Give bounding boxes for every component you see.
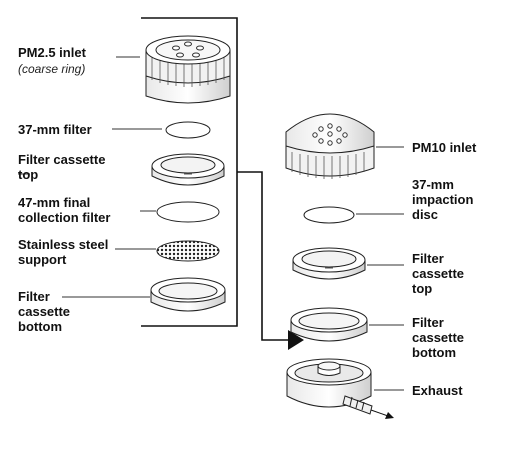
flow-arrow bbox=[288, 330, 304, 350]
label-line: top bbox=[412, 281, 433, 296]
cassette-bottom-right-part bbox=[290, 307, 368, 342]
pm10-inlet-part bbox=[285, 113, 375, 179]
left-bracket bbox=[141, 17, 288, 341]
label-47mm-filter: 47-mm final collection filter bbox=[18, 195, 110, 225]
impaction-disc-part bbox=[303, 206, 355, 224]
label-line: 47-mm final bbox=[18, 195, 91, 210]
label-line: cassette bbox=[412, 330, 465, 345]
label-line: Filter cassette bbox=[18, 152, 106, 167]
cassette-top-right-part bbox=[292, 247, 366, 280]
label-exhaust: Exhaust bbox=[412, 383, 463, 398]
cassette-top-left-part bbox=[151, 153, 225, 186]
label-line: bottom bbox=[18, 319, 63, 334]
filter-37mm-left-part bbox=[165, 121, 211, 139]
label-line: Stainless steel bbox=[18, 237, 109, 252]
label-pm25-inlet: PM2.5 inlet bbox=[18, 45, 86, 60]
label-line: disc bbox=[412, 207, 439, 222]
exhaust-base-part bbox=[286, 358, 373, 415]
steel-support-part bbox=[156, 240, 220, 262]
label-line: cassette bbox=[412, 266, 465, 281]
label-line: cassette bbox=[18, 304, 71, 319]
exhaust-arrowhead bbox=[385, 412, 394, 419]
label-cassette-top-left: Filter cassette top bbox=[18, 152, 105, 182]
label-cassette-top-right: Filter cassette top bbox=[412, 251, 464, 296]
pm25-inlet-part bbox=[145, 35, 231, 104]
label-line: bottom bbox=[412, 345, 457, 360]
label-line: Filter bbox=[18, 289, 50, 304]
label-steel-support: Stainless steel support bbox=[18, 237, 108, 267]
label-line: collection filter bbox=[18, 210, 111, 225]
filter-47mm-part bbox=[156, 201, 220, 223]
label-cassette-bottom-left: Filter cassette bottom bbox=[18, 289, 70, 334]
label-line: support bbox=[18, 252, 67, 267]
cassette-bottom-left-part bbox=[150, 277, 226, 312]
label-line: Filter bbox=[412, 315, 444, 330]
leader-lines bbox=[18, 56, 404, 391]
label-line: top bbox=[18, 167, 39, 182]
label-37mm-filter: 37-mm filter bbox=[18, 122, 92, 137]
label-cassette-bottom-right: Filter cassette bottom bbox=[412, 315, 464, 360]
label-line: 37-mm bbox=[412, 177, 454, 192]
label-pm25-subtitle: (coarse ring) bbox=[18, 62, 86, 76]
label-line: Filter bbox=[412, 251, 444, 266]
label-impaction-disc: 37-mm impaction disc bbox=[412, 177, 473, 222]
label-line: impaction bbox=[412, 192, 474, 207]
label-pm10-inlet: PM10 inlet bbox=[412, 140, 477, 155]
exhaust-arrow-line bbox=[370, 409, 389, 417]
